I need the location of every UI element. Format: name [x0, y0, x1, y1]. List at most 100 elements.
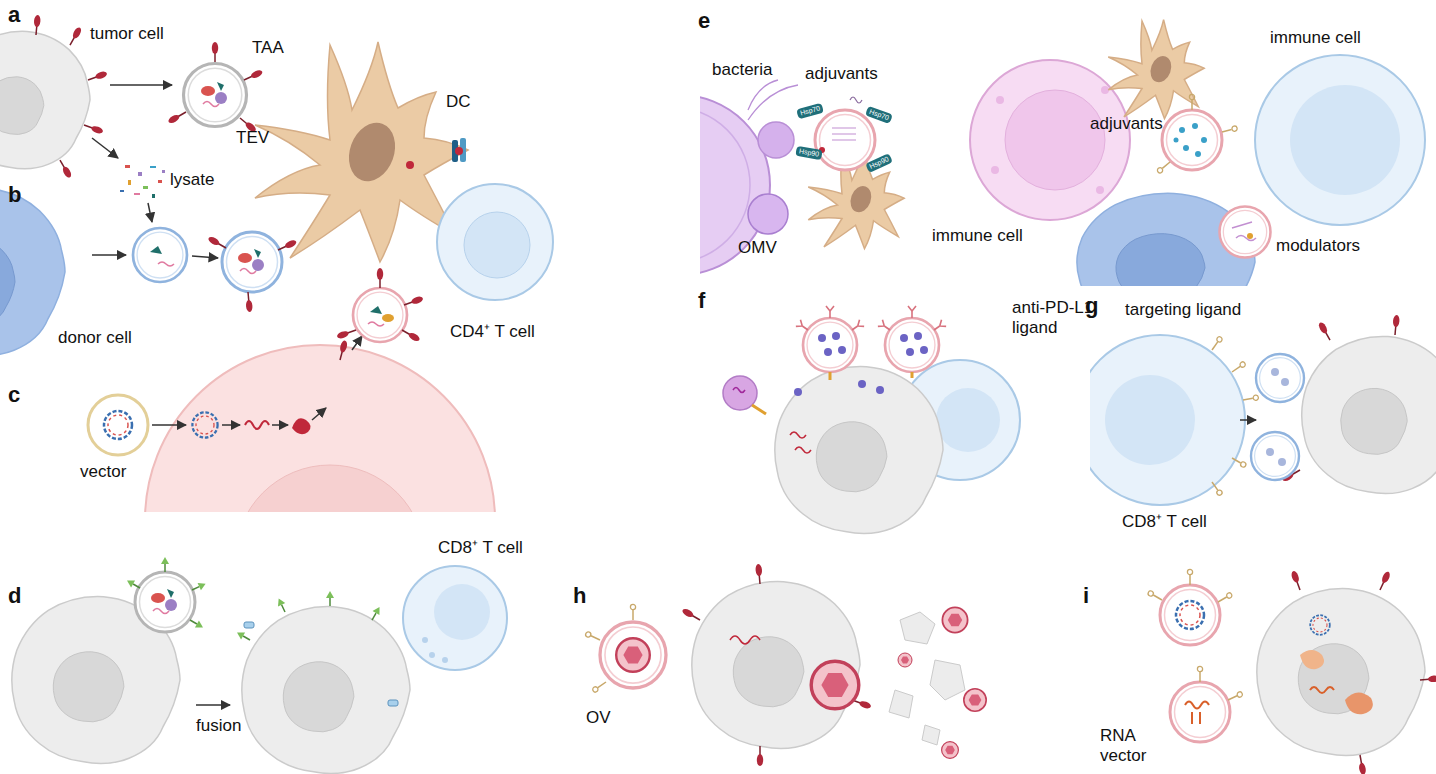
illustration-use [681, 607, 702, 623]
illustration-circle [406, 161, 414, 169]
annotation-label: TAA [252, 38, 284, 58]
illustration-line [752, 405, 766, 414]
illustration-use [932, 320, 946, 333]
illustration-circle [1278, 458, 1286, 466]
illustration-use [67, 26, 83, 47]
illustration-circle [1195, 151, 1201, 157]
illustration-use [1176, 601, 1204, 629]
annotation-label: TEV [236, 128, 269, 148]
illustration-use [1156, 160, 1171, 174]
illustration-use [336, 327, 357, 340]
illustration-use [796, 320, 810, 333]
illustration-circle [832, 332, 840, 340]
illustration-use [326, 591, 334, 606]
illustration-circle [1090, 335, 1245, 505]
annotation-label: OMV [738, 238, 777, 258]
illustration-circle [1255, 55, 1425, 225]
illustration-use [1317, 321, 1333, 342]
illustration-use [353, 288, 407, 342]
illustration-circle [936, 388, 1000, 452]
illustration-circle [1096, 186, 1104, 194]
illustration-circle [1247, 233, 1253, 239]
illustration-use [104, 411, 132, 439]
annotation-label: CD4⁺ T cell [450, 322, 535, 342]
illustration-rect [120, 190, 124, 192]
illustration-use [201, 82, 227, 107]
illustration-use [826, 306, 834, 318]
illustration-use [1257, 589, 1425, 756]
illustration-circle [996, 96, 1004, 104]
illustration-path [292, 418, 311, 434]
annotation-label: CD8⁺ T cell [1122, 512, 1207, 532]
illustration-line [92, 254, 126, 256]
illustration-use [243, 69, 264, 83]
annotation-label: vector [80, 462, 126, 482]
illustration-path [790, 432, 811, 453]
panel-letter: b [8, 182, 21, 207]
illustration-circle [1183, 145, 1189, 151]
illustration-use [1210, 336, 1223, 352]
illustration-rect [388, 700, 398, 706]
illustration-circle [1105, 375, 1195, 465]
illustration-rect [158, 180, 162, 183]
illustration-use [1231, 456, 1247, 468]
illustration-circle [748, 194, 788, 234]
illustration-use [811, 661, 859, 709]
illustration-path [733, 388, 745, 393]
illustration-use [885, 318, 939, 372]
panel-letter: a [8, 2, 20, 27]
illustration-use [403, 295, 424, 308]
illustration-line [272, 424, 288, 426]
illustration-use [0, 238, 15, 326]
illustration-use [600, 622, 666, 688]
illustration-use [1392, 315, 1400, 335]
annotation-label: adjuvants [805, 64, 878, 84]
illustration-circle [970, 60, 1130, 220]
illustration-use [0, 189, 65, 356]
illustration-circle [422, 637, 428, 643]
illustration-circle [1266, 448, 1274, 456]
illustration-use [245, 292, 253, 312]
illustration-line [1240, 419, 1256, 421]
illustration-use [242, 607, 410, 774]
illustration-use [1256, 354, 1304, 402]
illustration-use [135, 572, 195, 632]
illustration-use [1290, 570, 1303, 591]
illustration-use [161, 557, 169, 572]
annotation-label: immune cell [1270, 28, 1361, 48]
illustration-use [151, 589, 177, 614]
illustration-rect [134, 193, 140, 195]
illustration-use [337, 340, 348, 361]
annotation-label: DC [446, 92, 471, 112]
illustration-use [1187, 569, 1192, 585]
node-text: Hsp90 [799, 147, 820, 157]
illustration-use [167, 109, 188, 125]
illustration-path [850, 97, 862, 103]
illustration-use [33, 15, 41, 35]
illustration-circle [442, 657, 448, 663]
illustration-use [275, 597, 289, 614]
annotation-label: bacteria [712, 60, 772, 80]
illustration-use [222, 232, 282, 292]
illustration-rect [138, 172, 142, 176]
illustration-circle [1290, 85, 1400, 195]
illustration-use [1170, 682, 1230, 742]
illustration-circle [1281, 378, 1289, 386]
illustration-circle [858, 380, 866, 388]
illustration-path [830, 372, 912, 380]
illustration-use [277, 239, 298, 253]
illustration-rect [152, 194, 155, 198]
illustration-use [1231, 361, 1247, 374]
illustration-use [815, 110, 875, 170]
illustration-circle [914, 332, 922, 340]
illustration-use [1116, 234, 1205, 286]
illustration-circle [838, 346, 846, 354]
illustration-use [630, 604, 635, 620]
illustration-use [1310, 615, 1330, 635]
illustration-use [1220, 207, 1271, 258]
illustration-use [692, 582, 860, 749]
illustration-circle [1201, 137, 1207, 143]
illustration-use [878, 320, 892, 333]
illustration-path [1300, 650, 1324, 669]
